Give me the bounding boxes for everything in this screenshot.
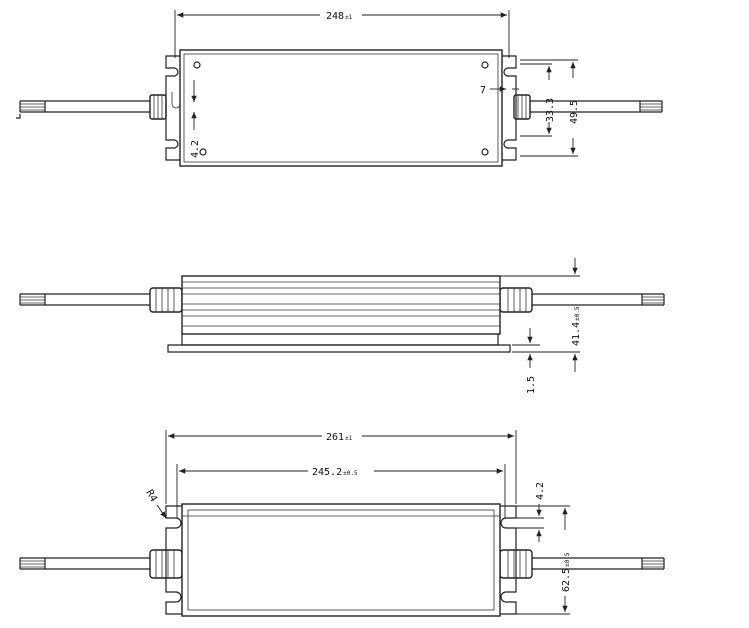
top-left-cable — [16, 100, 150, 119]
top-right-gland — [513, 94, 531, 120]
side-right-gland — [499, 287, 533, 313]
top-dim-hole: 4.2 — [190, 80, 201, 158]
top-right-flange — [502, 55, 517, 161]
side-right-cable — [530, 293, 665, 306]
bottom-right-cable — [530, 557, 665, 570]
top-left-flange — [165, 55, 181, 161]
bottom-housing — [181, 503, 501, 617]
bottom-dim-radius: R4 — [143, 488, 167, 519]
bottom-dim-depth: 62.5±0.5 — [516, 505, 572, 615]
top-view: 248±1 7 4.2 33.3 49.5 — [16, 10, 663, 167]
dim-248-label: 248±1 — [326, 11, 353, 22]
dim-bottom-4-2-label: 4.2 — [535, 482, 546, 500]
top-right-cable — [530, 100, 663, 113]
bottom-dim-total: 261±1 — [165, 430, 517, 504]
dim-41-4-label: 41.4±0.5 — [571, 306, 582, 346]
bottom-view: 261±1 245.2±0.5 R4 4.2 62.5±0.5 — [19, 430, 665, 617]
dim-33-3-label: 33.3 — [545, 98, 556, 122]
dim-49-5-label: 49.5 — [569, 100, 580, 124]
dim-1-5-label: 1.5 — [526, 376, 537, 394]
side-housing — [167, 275, 511, 353]
side-dim-height: 41.4±0.5 — [500, 258, 582, 372]
top-dim-vertical: 33.3 49.5 — [520, 59, 580, 157]
side-left-cable — [19, 293, 150, 306]
dim-4-2-label: 4.2 — [190, 140, 201, 158]
top-dim-slot: 7 — [480, 85, 519, 96]
side-view: 41.4±0.5 1.5 — [19, 258, 665, 394]
top-housing — [179, 49, 503, 167]
dim-7-label: 7 — [480, 85, 486, 96]
side-left-gland — [149, 287, 183, 313]
dim-r4-label: R4 — [143, 488, 159, 504]
bottom-flanges — [165, 505, 517, 615]
dim-62-5-label: 62.5±0.5 — [561, 552, 572, 592]
bottom-left-cable — [19, 557, 150, 570]
dim-245-2-label: 245.2±0.5 — [312, 467, 358, 478]
dim-261-label: 261±1 — [326, 432, 353, 443]
top-dim-width: 248±1 — [174, 10, 510, 58]
bottom-dim-inner: 245.2±0.5 — [176, 464, 506, 518]
bottom-dim-slot: 4.2 — [506, 482, 546, 542]
side-dim-flange: 1.5 — [512, 328, 540, 394]
top-left-gland — [149, 94, 167, 120]
